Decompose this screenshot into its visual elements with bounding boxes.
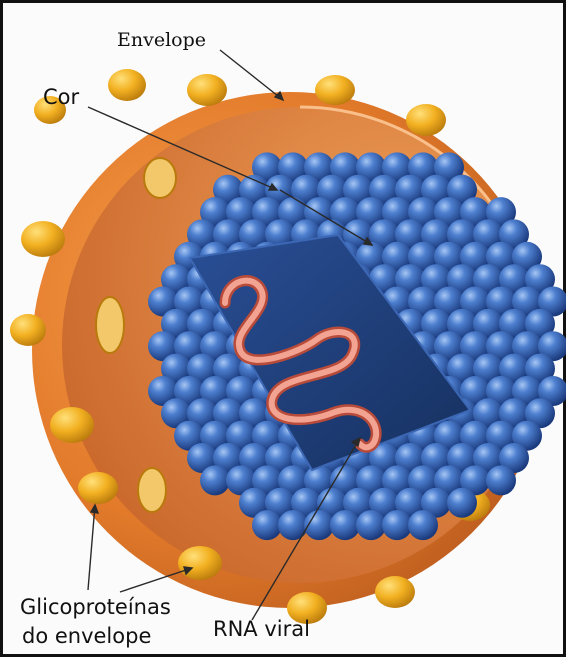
glycoprotein-spike [78,472,118,504]
capsid-sphere [252,510,282,540]
capsid-sphere [408,510,438,540]
glycoprotein-spike [96,297,124,353]
label-glycoproteins-line1: Glicoproteínas [20,595,171,619]
envelope-pointer [220,50,283,100]
capsid-sphere [486,465,516,495]
label-envelope: Envelope [117,29,206,51]
glycoprotein-spike [50,407,94,443]
glycoprotein-spike [406,104,446,136]
capsid-sphere [382,510,412,540]
capsid-sphere [356,510,386,540]
glycoprotein-spike [187,74,227,106]
glycoprotein-spike [315,75,355,105]
capsid-sphere [330,510,360,540]
glycoprotein-spike [21,221,65,257]
glycoprotein-spike [10,314,46,346]
label-cor: Cor [43,85,80,109]
label-glycoproteins-line2: do envelope [22,624,151,648]
capsid-sphere [200,465,230,495]
label-rna: RNA viral [213,617,310,641]
glycoprotein-spike [178,546,222,580]
glycoprotein-spike [138,468,166,512]
capsid-sphere [447,488,477,518]
glycoprotein-spike [108,69,146,101]
glycoprotein-spike [144,158,176,198]
capsid-sphere [278,510,308,540]
glycoprotein-pointer-1 [88,505,95,590]
glycoprotein-spike [375,576,415,608]
